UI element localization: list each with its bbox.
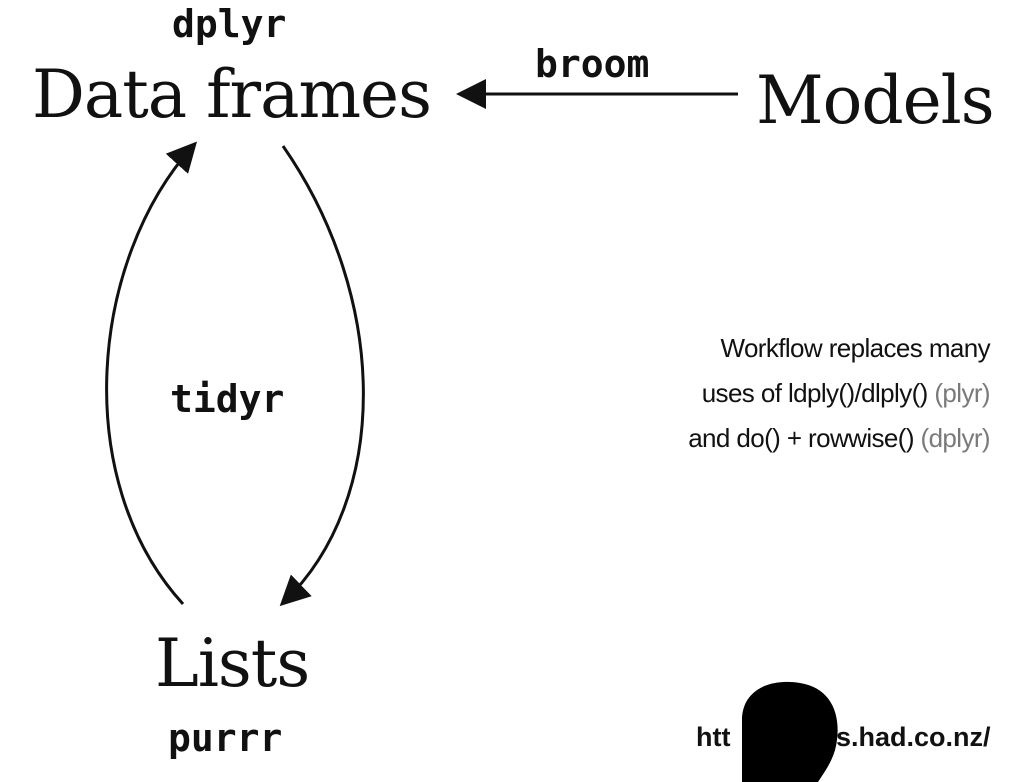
note-line-2-muted: (plyr) [934,378,990,408]
dplyr-label: dplyr [172,2,287,46]
broom-label: broom [535,42,650,86]
url-end: s.had.co.nz/ [836,722,991,752]
data-frames-to-lists-arrow [279,145,365,607]
purrr-label: purrr [168,716,283,760]
note-line-1: Workflow replaces many [720,333,990,363]
note-line-2-main: uses of ldply()/dlply() [701,378,929,408]
tidyr-label: tidyr [170,377,285,421]
url-start: htt [696,722,731,752]
speaker-silhouette [742,681,838,782]
note-line-3-muted: (dplyr) [920,423,991,453]
note-line-2: uses of ldply()/dlply() (plyr) [688,378,991,409]
note-line-3: and do() + rowwise() (dplyr) [688,423,990,454]
lists-to-data-frames-arrow [105,141,198,606]
data-frames-node: Data frames [32,56,432,133]
note-line-3-main: and do() + rowwise() [688,423,914,453]
lists-node: Lists [155,625,310,702]
workflow-note: Workflow replaces many uses of ldply()/d… [688,333,990,454]
models-node: Models [756,62,995,139]
